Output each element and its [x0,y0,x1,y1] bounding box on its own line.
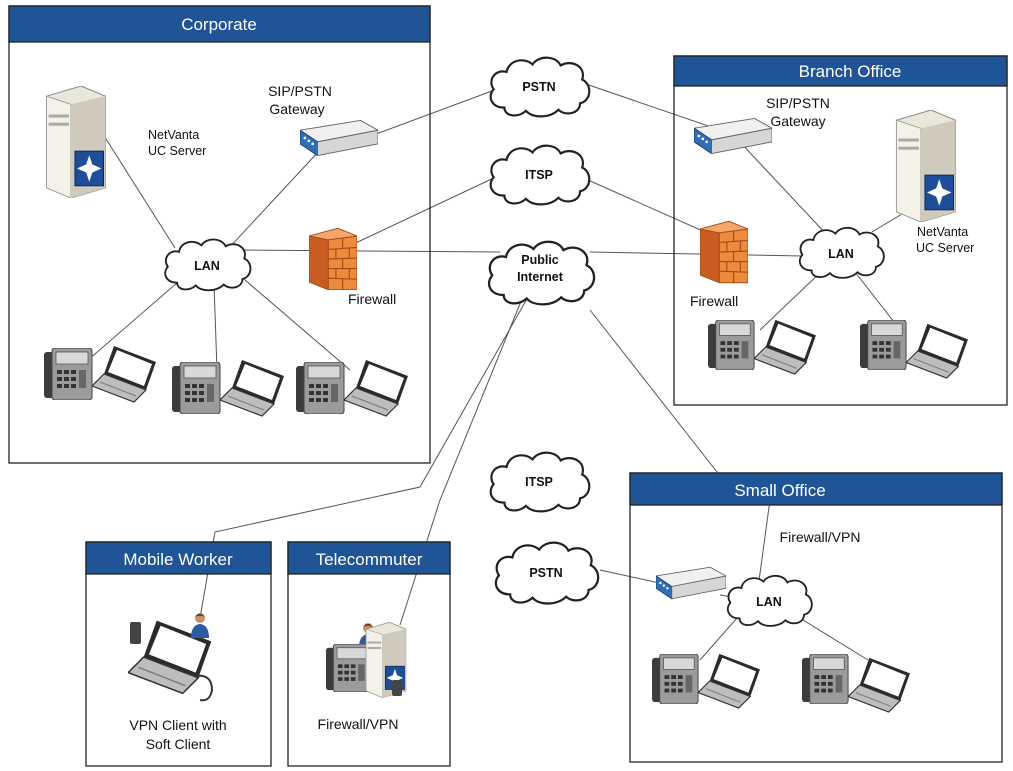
link-branchgw-lan [737,139,829,237]
cloud-itsp-middle: ITSP [489,451,591,513]
branch-server-label-1: NetVanta [917,225,968,239]
link-pstn-smallgw [599,569,665,585]
site-small-title: Small Office [734,481,825,500]
small-workstation-2 [802,654,911,713]
small-workstation-1 [652,653,761,709]
link-branchlan-pc1 [759,269,824,331]
cloud-lan-branch: LAN [798,226,885,279]
telecommuter-label: Firewall/VPN [318,716,399,732]
laptop-icon [220,359,285,417]
site-small-office: Small Office [629,472,1003,763]
site-telecommuter: Telecommuter [287,541,451,767]
site-branch-title: Branch Office [799,62,902,81]
branch-server-label-2: UC Server [916,241,974,255]
corp-workstation-1 [44,345,157,403]
ip-phone-icon [172,362,221,414]
ip-phone-icon [326,644,371,692]
link-smallfw-lan [757,499,771,589]
cloud-lan-corporate: LAN [164,238,252,292]
laptop-icon [92,345,157,403]
small-vpn-router-icon [656,566,726,600]
branch-uc-server-icon [895,110,957,222]
laptop-icon [754,319,817,375]
branch-firewall-label: Firewall [690,293,738,309]
site-mobile-worker: Mobile Worker [85,541,272,767]
site-telecommuter-title: Telecommuter [316,550,423,569]
corp-uc-server-icon [45,86,107,198]
link-internet-mobile [199,289,533,619]
link-internet-branchlan [589,251,804,257]
site-corporate: Corporate [8,5,431,464]
ip-phone-icon [44,348,93,400]
corp-server-label-1: NetVanta [148,128,199,142]
site-branch-office: Branch Office [673,55,1008,406]
link-corplan-pc1 [87,275,186,361]
mobile-worker-icon [128,613,214,702]
mobile-client-label-1: VPN Client with [129,717,226,733]
branch-gateway-label-1: SIP/PSTN [766,95,830,111]
small-firewall-label: Firewall/VPN [780,529,861,545]
link-branchlan-server [871,213,903,233]
laptop-icon [906,323,969,379]
ip-phone-icon [652,654,699,704]
link-corplan-pc3 [237,273,351,371]
telecommuter-icon [326,622,407,698]
link-corplan-pc2 [213,283,218,371]
branch-gateway-icon [694,118,772,154]
corp-gateway-label-1: SIP/PSTN [268,83,332,99]
corp-server-label-2: UC Server [148,144,206,158]
mobile-phone-icon [392,680,402,696]
svg-text:ITSP: ITSP [525,168,553,182]
mobile-client-label-2: Soft Client [146,736,211,752]
svg-text:PSTN: PSTN [522,80,555,94]
svg-text:PSTN: PSTN [529,566,562,580]
branch-gateway-label-2: Gateway [770,113,825,129]
corp-gateway-label-2: Gateway [269,101,324,117]
svg-text:Internet: Internet [517,270,564,284]
link-corplan-internet [242,249,501,253]
mobile-phone-icon [130,622,141,644]
svg-text:ITSP: ITSP [525,475,553,489]
corp-firewall-icon [309,228,357,290]
cloud-pstn-top: PSTN [489,56,591,118]
ip-phone-icon [708,320,755,370]
ip-phone-icon [802,654,849,704]
svg-text:LAN: LAN [756,595,782,609]
person-icon [191,613,209,638]
link-internet-telecommuter [399,293,525,626]
corp-gateway-icon [300,120,378,156]
site-corporate-title: Corporate [181,15,257,34]
svg-text:Public: Public [521,253,559,267]
cloud-lan-small: LAN [726,574,813,627]
ip-phone-icon [860,320,907,370]
link-itsp-branchfw [587,179,715,237]
link-firewall-itsp [344,175,499,249]
branch-workstation-2 [860,320,969,379]
cloud-itsp-top: ITSP [489,144,591,206]
site-mobile-title: Mobile Worker [123,550,233,569]
cloud-pstn-middle: PSTN [494,541,600,605]
headset-icon [195,674,214,702]
laptop-icon [698,653,761,709]
laptop-icon [344,359,409,417]
cloud-public-internet: Public Internet [487,240,596,306]
ip-phone-icon [296,362,345,414]
link-corpserver-lan [93,119,176,249]
svg-text:LAN: LAN [828,247,854,261]
link-pstn-branchgw [579,81,721,131]
laptop-icon [848,657,911,713]
branch-firewall-icon [700,220,748,284]
link-internet-small [589,309,718,473]
svg-text:LAN: LAN [194,259,220,273]
corp-firewall-label: Firewall [348,291,396,307]
corp-workstation-3 [296,359,409,417]
corp-workstation-2 [172,359,285,417]
